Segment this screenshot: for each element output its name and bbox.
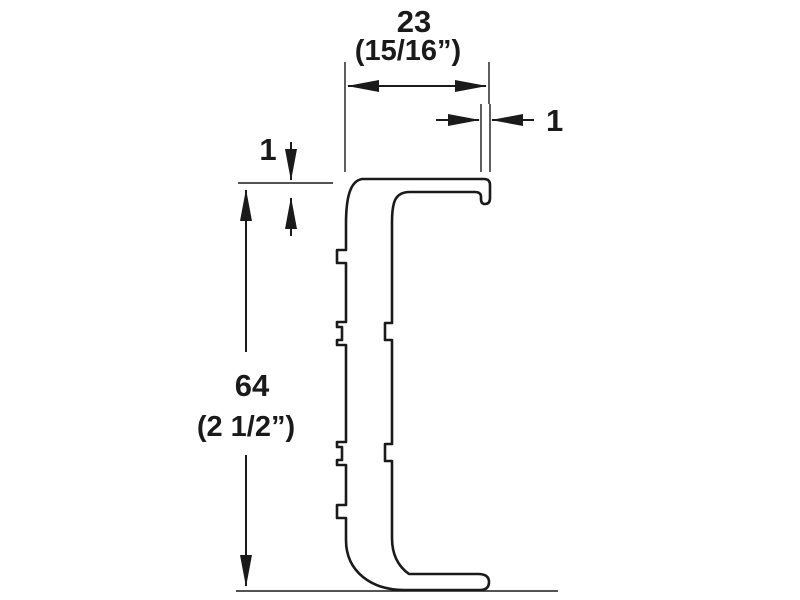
height-metric-label: 64 [235,368,270,403]
flange-thickness-label: 1 [259,132,276,167]
dimension-labels: 23 (15/16”) 1 1 64 (2 1/2”) [197,4,563,443]
height-imperial-label: (2 1/2”) [197,411,295,443]
lip-thickness-label: 1 [546,103,563,138]
width-imperial-label: (15/16”) [355,35,461,67]
dimension-lines [240,80,534,587]
width-metric-label: 23 [397,4,431,39]
profile-outline [335,177,492,592]
extension-lines [236,62,558,592]
